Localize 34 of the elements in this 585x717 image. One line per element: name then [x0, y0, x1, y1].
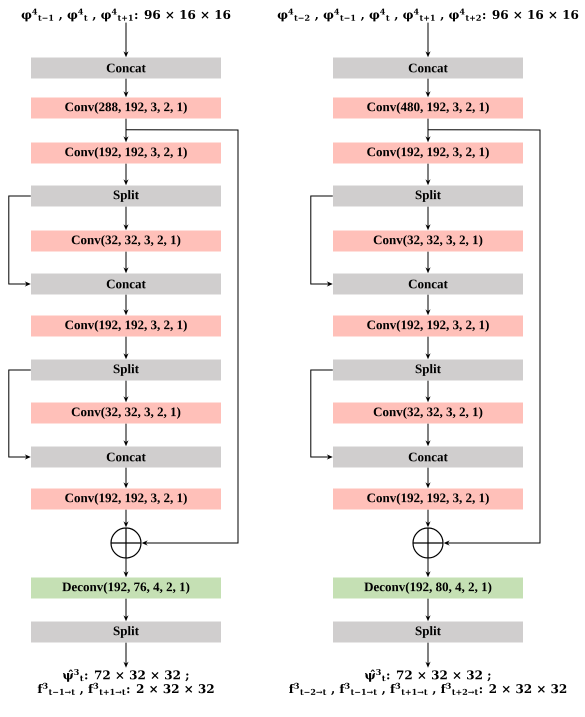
layer-box: Concat	[333, 274, 523, 294]
layer-box: Split	[333, 360, 523, 380]
conv-box: Conv(32, 32, 3, 2, 1)	[333, 230, 523, 252]
input-label: φ$^{4}$$_{t−2}$ , φ$^{4}$$_{t−1}$ , φ$^{4}$$_{t}$ , φ$^{4}$$_{t+1}$ , φ$^{4}$$_{t+2}$: 96 × 16 × 16	[278, 8, 578, 22]
residual-arrow	[428, 129, 540, 546]
layer-box: Concat	[31, 446, 221, 468]
output-label: ψ̂$^{3}$$_{t}$: 72 × 32 × 32 ; f$^{3}$$_{t−2→t}$ , f$^{3}$$_{t−1→t}$ , f$^{3}$$_{t+1→t}$ , f$^{3}$$_{t+2→t}$: 2 × 32 × 32	[289, 668, 566, 696]
layer-box: Split	[31, 186, 221, 206]
conv-box: Conv(192, 192, 3, 2, 1)	[333, 142, 523, 164]
residual-arrow	[126, 129, 238, 546]
conv-box: Conv(480, 192, 3, 2, 1)	[333, 98, 523, 118]
sum-circle	[412, 527, 444, 559]
conv-box: Conv(192, 192, 3, 2, 1)	[31, 488, 221, 510]
input-label: φ$^{4}$$_{t−1}$ , φ$^{4}$$_{t}$ , φ$^{4}$$_{t+1}$: 96 × 16 × 16	[22, 8, 230, 22]
layer-box: Split	[31, 360, 221, 380]
layer-box: Concat	[31, 58, 221, 78]
conv-box: Conv(32, 32, 3, 2, 1)	[31, 402, 221, 424]
conv-box: Conv(192, 192, 3, 2, 1)	[333, 316, 523, 336]
conv-box: Conv(32, 32, 3, 2, 1)	[333, 402, 523, 424]
sum-circle	[110, 527, 142, 559]
conv-box: Conv(192, 192, 3, 2, 1)	[31, 316, 221, 336]
deconv-box: Deconv(192, 80, 4, 2, 1)	[333, 578, 523, 598]
layer-box: Split	[333, 622, 523, 642]
deconv-box: Deconv(192, 76, 4, 2, 1)	[31, 578, 221, 598]
conv-box: Conv(32, 32, 3, 2, 1)	[31, 230, 221, 252]
output-label: ψ̂$^{3}$$_{t}$: 72 × 32 × 32 ; f$^{3}$$_{t−1→t}$ , f$^{3}$$_{t+1→t}$: 2 × 32 × 32	[38, 668, 214, 696]
conv-box: Conv(192, 192, 3, 2, 1)	[333, 488, 523, 510]
layer-box: Split	[333, 186, 523, 206]
layer-box: Split	[31, 622, 221, 642]
layer-box: Concat	[333, 446, 523, 468]
conv-box: Conv(192, 192, 3, 2, 1)	[31, 142, 221, 164]
layer-box: Concat	[31, 274, 221, 294]
layer-box: Concat	[333, 58, 523, 78]
conv-box: Conv(288, 192, 3, 2, 1)	[31, 98, 221, 118]
